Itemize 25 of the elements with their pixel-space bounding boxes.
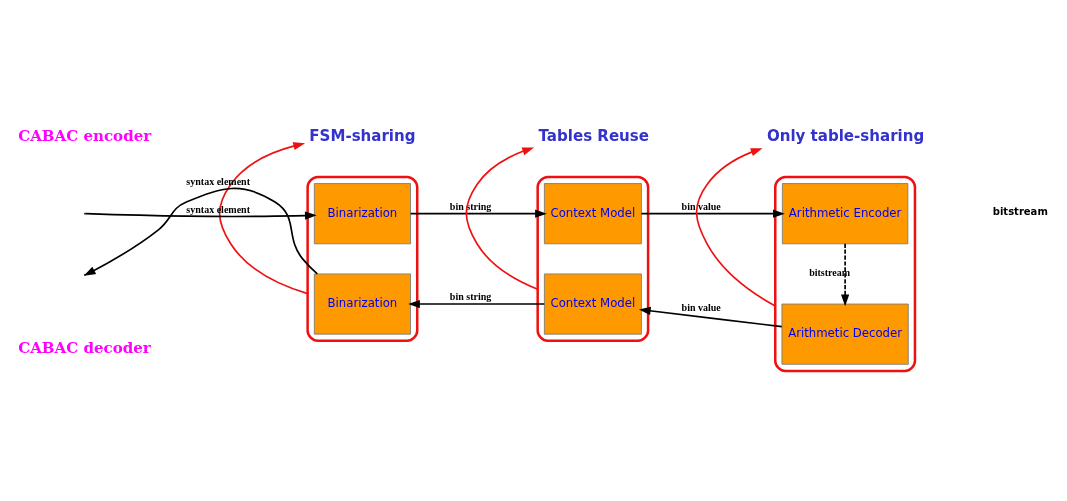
arrow bbox=[841, 243, 850, 307]
edge-label: bin string bbox=[449, 291, 492, 303]
arrow bbox=[218, 142, 309, 295]
label: CABAC decoder bbox=[18, 338, 151, 357]
arrow bbox=[638, 306, 783, 328]
node-box: Binarization bbox=[313, 183, 411, 245]
node-text: Tables Reuse bbox=[538, 127, 649, 146]
edge-label: bin value bbox=[681, 201, 721, 213]
label: CABAC encoder bbox=[18, 127, 152, 146]
edge-label: bin value bbox=[681, 302, 721, 314]
node-box: Arithmetic Decoder bbox=[781, 303, 909, 365]
node-text: Only table-sharing bbox=[766, 127, 925, 146]
node-box: Context Model bbox=[543, 183, 642, 245]
node-text: FSM-sharing bbox=[309, 127, 416, 146]
arrow bbox=[640, 209, 785, 218]
arrow bbox=[695, 148, 777, 307]
label: bitstream bbox=[992, 206, 1048, 218]
node-box: Arithmetic Encoder bbox=[781, 183, 909, 245]
arrow bbox=[85, 211, 317, 220]
arrow bbox=[409, 209, 547, 218]
arrow bbox=[465, 147, 539, 291]
node-box: Context Model bbox=[543, 273, 642, 335]
node-box: Binarization bbox=[313, 273, 411, 335]
arrow bbox=[408, 299, 546, 309]
edge-label: bitstream bbox=[809, 266, 851, 278]
